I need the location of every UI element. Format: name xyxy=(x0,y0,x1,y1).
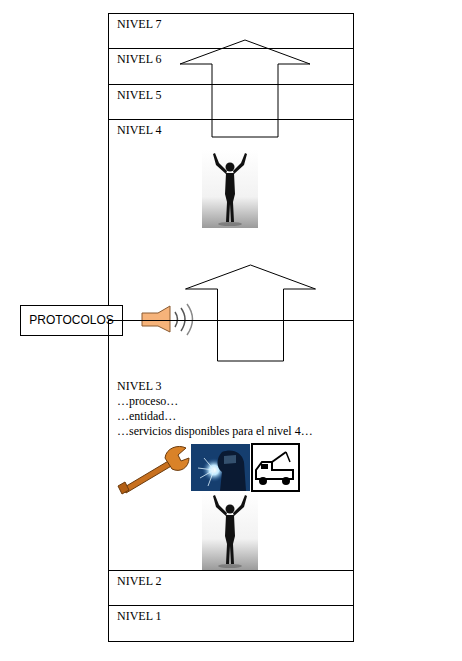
level-band: NIVEL 7 xyxy=(108,13,354,48)
block-arrow xyxy=(186,265,316,361)
level-label: NIVEL 1 xyxy=(117,609,353,624)
tow-truck-icon xyxy=(252,444,299,491)
wrench-icon xyxy=(118,446,189,494)
level-label: NIVEL 3 xyxy=(117,379,353,394)
level-band: NIVEL 2 xyxy=(108,570,354,605)
level-label: NIVEL 5 xyxy=(117,88,353,103)
level-band: NIVEL 1 xyxy=(108,605,354,642)
level-label: NIVEL 2 xyxy=(117,574,353,589)
level-label: NIVEL 7 xyxy=(117,17,353,32)
level-band: NIVEL 4 xyxy=(108,119,354,320)
level-label: NIVEL 4 xyxy=(117,123,353,138)
level-band: NIVEL 3…proceso……entidad……servicios disp… xyxy=(108,320,354,570)
level-label: NIVEL 6 xyxy=(117,52,353,67)
level-note: …servicios disponibles para el nivel 4… xyxy=(117,424,353,439)
level-note: …entidad… xyxy=(117,409,353,424)
block-arrow xyxy=(180,40,310,137)
level-band: NIVEL 6 xyxy=(108,48,354,84)
level-label: PROTOCOLOS xyxy=(29,313,113,328)
person-figure xyxy=(202,150,258,228)
person-figure xyxy=(202,492,258,570)
welder-photo xyxy=(191,444,250,491)
level-band: NIVEL 5 xyxy=(108,84,354,119)
level-note: …proceso… xyxy=(117,394,353,409)
